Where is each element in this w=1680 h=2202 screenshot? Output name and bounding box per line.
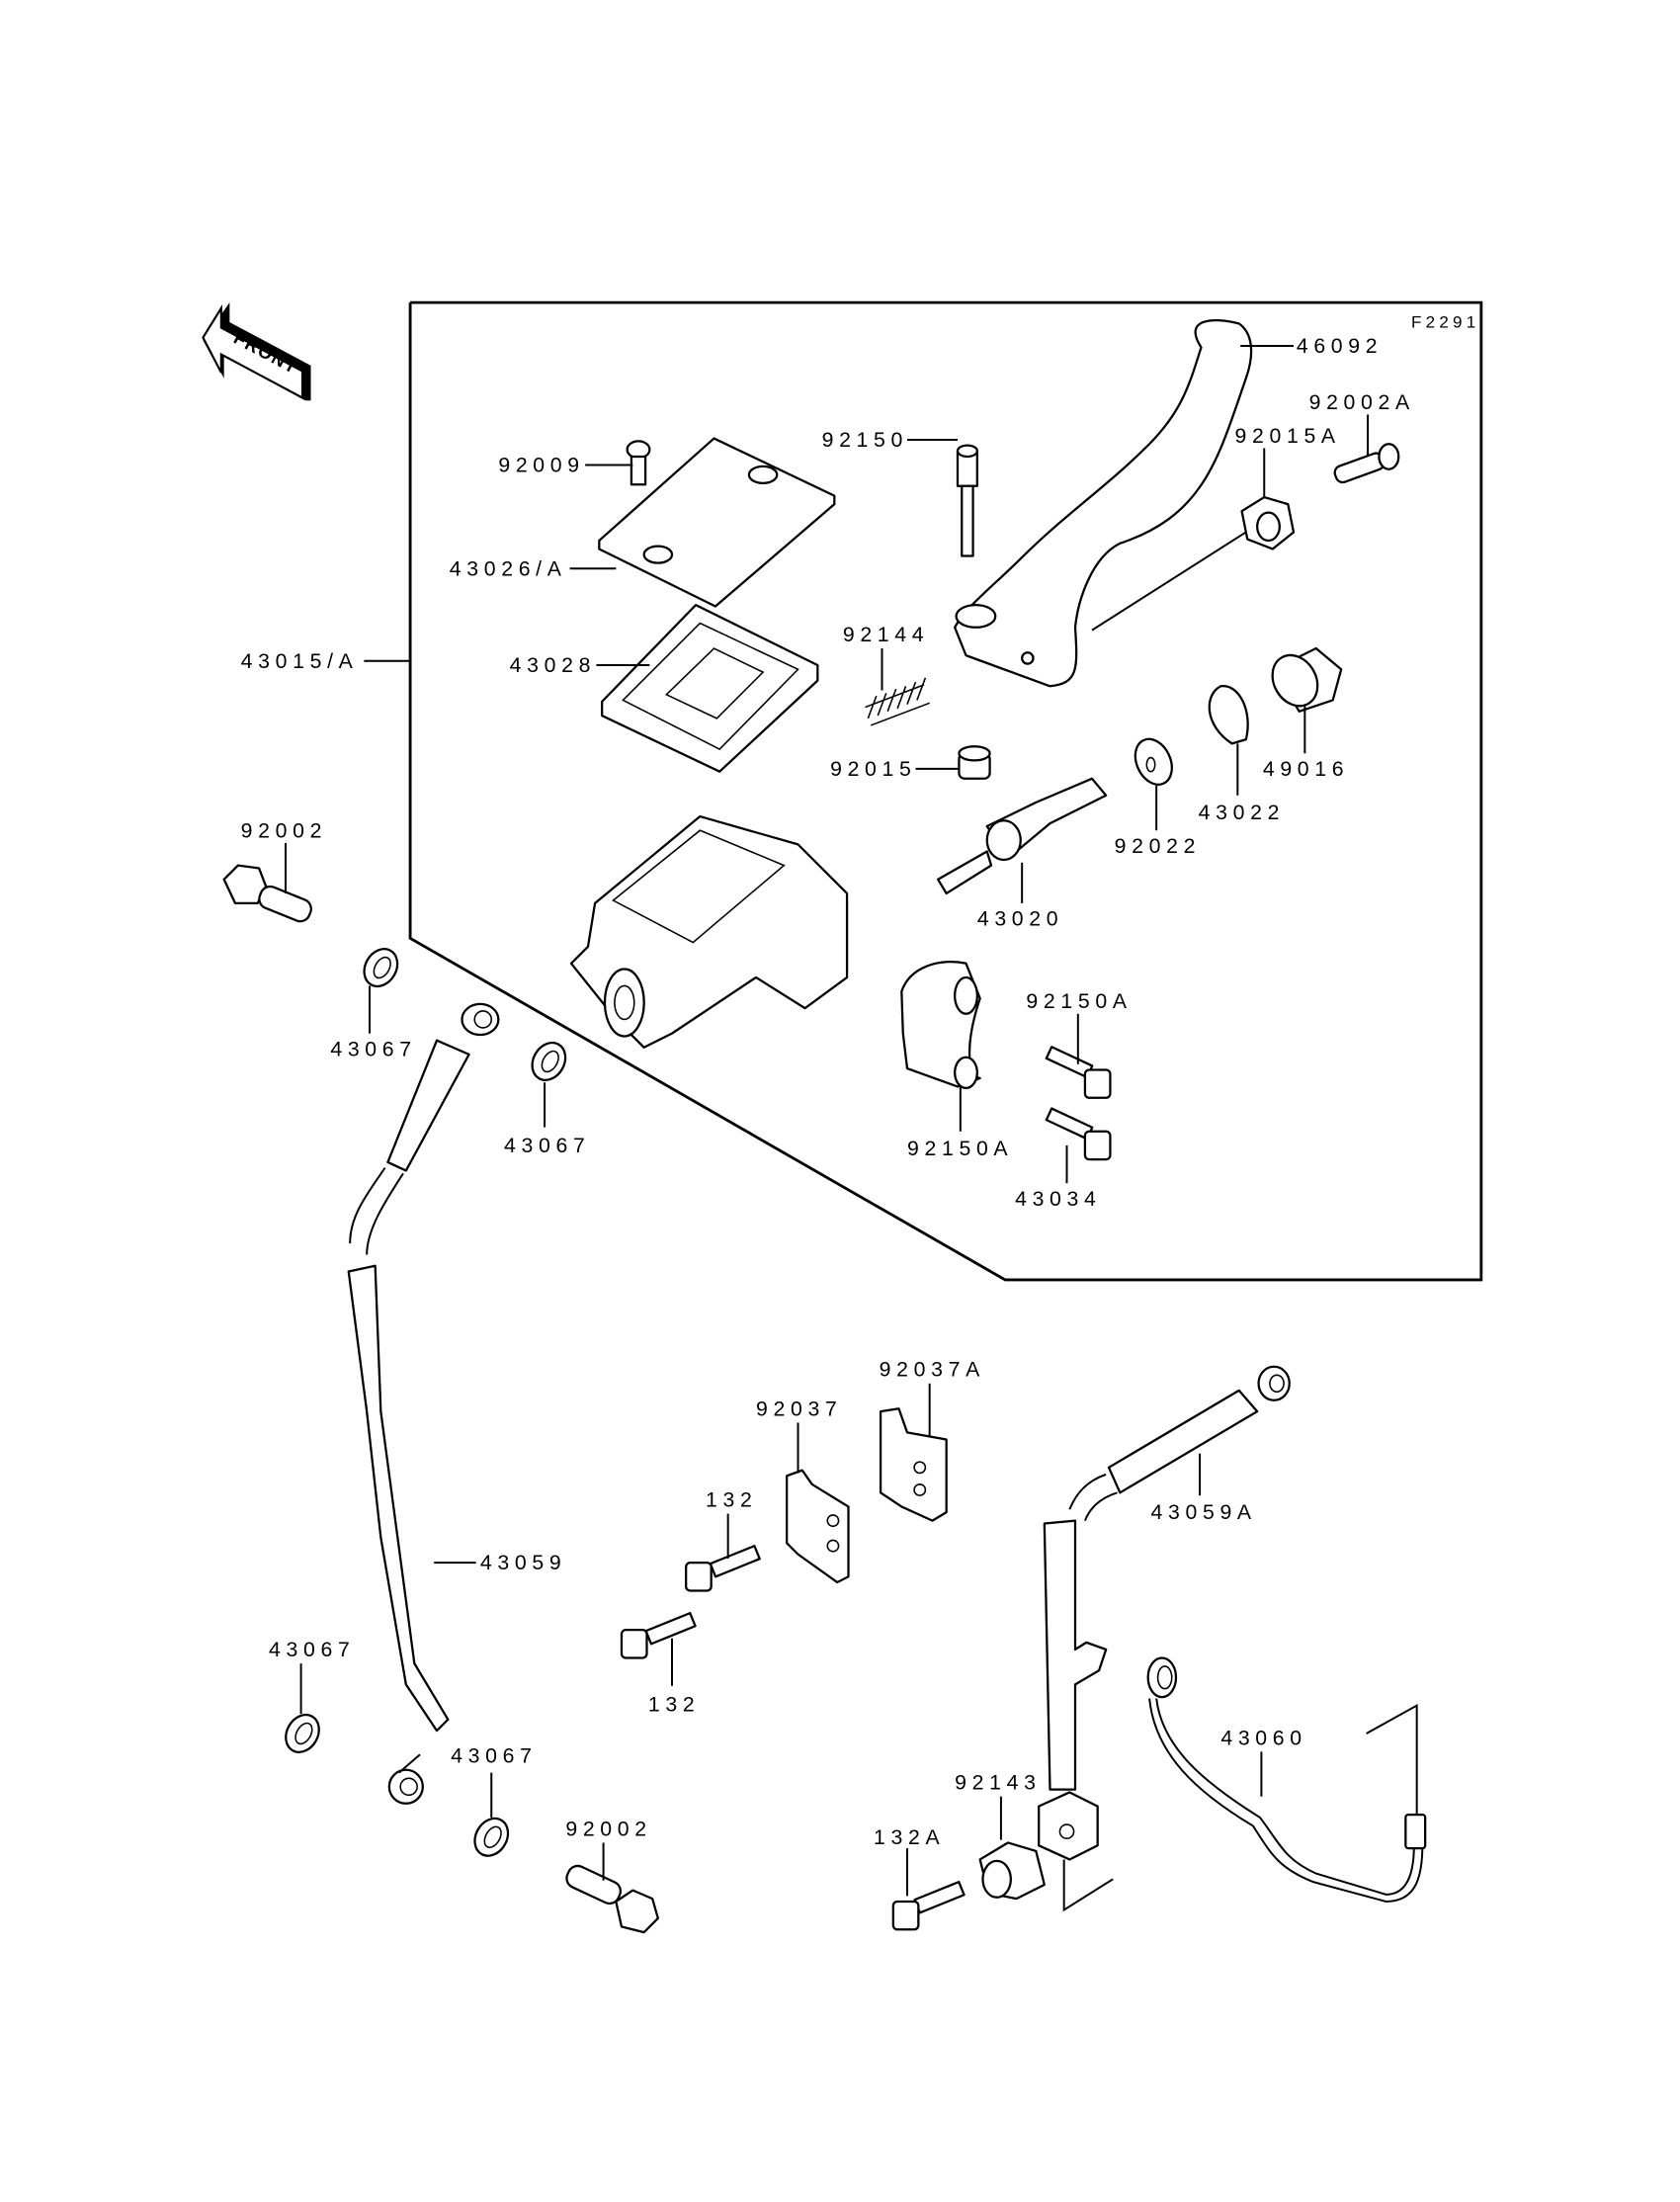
label-92150A-upper: 92150A: [1026, 989, 1132, 1013]
nut-92015[interactable]: [958, 745, 991, 780]
label-92150A-lower: 43034: [1015, 1187, 1101, 1211]
collar-92143[interactable]: [978, 1841, 1046, 1901]
figure-code: F2291: [1411, 313, 1479, 332]
label-92150: 92150: [822, 428, 908, 452]
label-92015: 92015: [830, 757, 916, 781]
circlip-43022[interactable]: [1208, 685, 1249, 745]
washer-92022[interactable]: [1129, 733, 1179, 791]
label-92002-lower: 92002: [565, 1817, 651, 1840]
bolt-132-upper[interactable]: [685, 1544, 761, 1592]
spring-92144[interactable]: [865, 677, 930, 726]
hose-clamp-92037A[interactable]: [879, 1407, 948, 1522]
label-43022: 43022: [1199, 801, 1285, 824]
banjo-bolt-92002-upper[interactable]: [222, 864, 314, 925]
label-43067-4: 43067: [451, 1744, 537, 1768]
bolt-132A[interactable]: [891, 1880, 966, 1931]
washer-43067-2[interactable]: [526, 1037, 572, 1086]
clamp-bolt-92150A-upper[interactable]: [1045, 1046, 1112, 1099]
label-92002-upper: 92002: [241, 818, 327, 842]
washer-43067-1[interactable]: [358, 943, 404, 992]
label-43020: 43020: [977, 907, 1063, 931]
label-43060: 43060: [1220, 1726, 1306, 1749]
label-92009: 92009: [498, 454, 584, 477]
label-92143: 92143: [955, 1771, 1041, 1795]
screw-92002A[interactable]: [1333, 443, 1400, 484]
label-43026A: 43026/A: [450, 556, 567, 580]
pivot-bolt-92150[interactable]: [956, 444, 978, 557]
hose-clamp-92037[interactable]: [786, 1469, 850, 1584]
label-43067-1: 43067: [330, 1037, 416, 1060]
label-43059: 43059: [480, 1551, 566, 1574]
bolt-132-lower[interactable]: [620, 1611, 697, 1659]
diaphragm-43028[interactable]: [601, 603, 819, 773]
washer-43067-3[interactable]: [280, 1709, 326, 1758]
banjo-bolt-92002-lower[interactable]: [563, 1863, 659, 1934]
clamp-43034[interactable]: [900, 960, 981, 1090]
clamp-bolt-92150A-lower[interactable]: [1045, 1107, 1112, 1161]
master-cylinder-assembly-box: 43015/A: [241, 300, 1483, 1282]
nut-92015A[interactable]: [1240, 495, 1296, 550]
washer-43067-4[interactable]: [468, 1813, 515, 1862]
master-cylinder-body[interactable]: [569, 814, 849, 1049]
label-92144: 92144: [843, 623, 929, 646]
brake-hose-43059[interactable]: [347, 1002, 500, 1805]
label-92002A: 92002A: [1309, 390, 1415, 414]
label-132-lower: 132: [648, 1692, 700, 1716]
label-43067-3: 43067: [269, 1638, 355, 1661]
assembly-label: 43015/A: [241, 649, 359, 673]
label-43028: 43028: [510, 653, 596, 677]
label-132A: 132A: [874, 1825, 945, 1849]
cap-screw-92009[interactable]: [626, 440, 651, 486]
dust-boot-49016[interactable]: [1264, 646, 1343, 715]
label-92037A: 92037A: [880, 1358, 985, 1382]
label-132-upper: 132: [706, 1487, 757, 1511]
label-92037: 92037: [756, 1397, 842, 1420]
piston-kit-43020[interactable]: [937, 777, 1108, 895]
label-43067-2: 43067: [504, 1134, 590, 1157]
front-arrow-icon: FRONT: [202, 302, 311, 401]
label-92015A: 92015A: [1235, 424, 1341, 448]
brake-pipe-43060[interactable]: [1146, 1656, 1427, 1903]
label-43059A: 43059A: [1151, 1500, 1257, 1524]
brake-lever[interactable]: [954, 318, 1253, 688]
label-46092: 46092: [1297, 334, 1383, 358]
label-92022: 92022: [1115, 834, 1201, 858]
brake-hose-43059A[interactable]: [1038, 1365, 1291, 1912]
label-43034: 92150A: [907, 1137, 1013, 1160]
label-49016: 49016: [1263, 757, 1349, 781]
reservoir-cap-43026[interactable]: [598, 437, 836, 608]
